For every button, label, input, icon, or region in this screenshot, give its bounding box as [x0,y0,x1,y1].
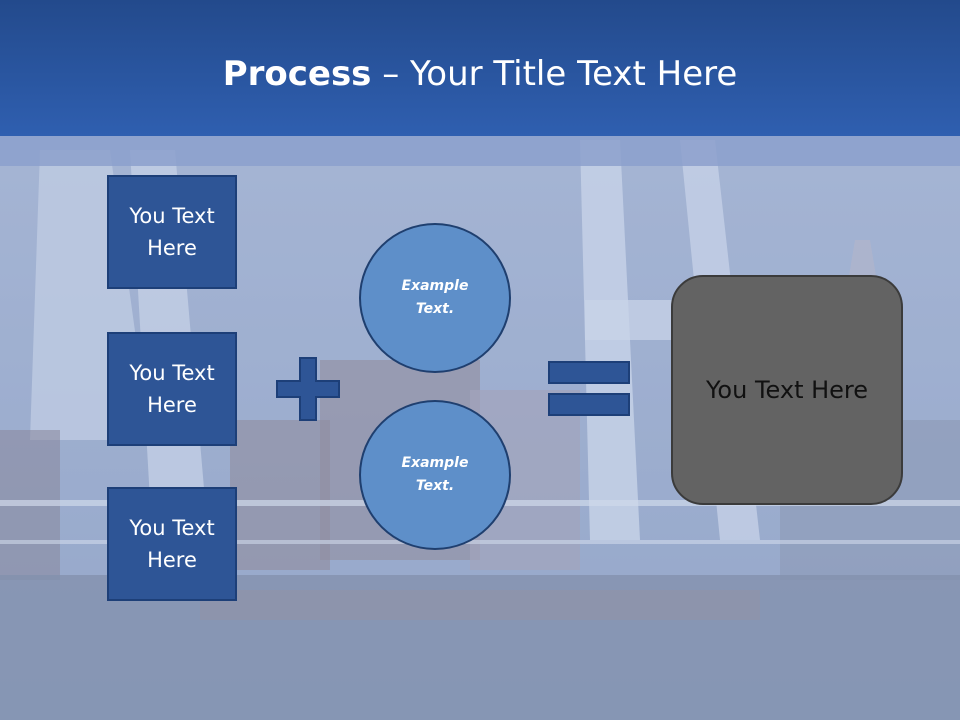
plus-icon [276,357,340,421]
title-divider-strip [0,136,960,166]
input-box-2[interactable]: You Text Here [107,332,237,446]
example-circle-1[interactable]: Example Text. [359,223,511,373]
title-bold-part: Process [222,54,372,94]
input-box-1-label: You Text Here [129,204,215,260]
input-box-3[interactable]: You Text Here [107,487,237,601]
slide-title: Process – Your Title Text Here [0,52,960,96]
title-bar [0,0,960,136]
input-box-1[interactable]: You Text Here [107,175,237,289]
example-circle-2-label: Example Text. [401,455,469,494]
input-box-3-label: You Text Here [129,516,215,572]
result-box-label: You Text Here [705,376,869,404]
equals-icon [548,361,630,416]
example-circle-2[interactable]: Example Text. [359,400,511,550]
example-circle-1-label: Example Text. [401,278,469,317]
title-rest-part: – Your Title Text Here [371,54,738,94]
input-box-2-label: You Text Here [129,361,215,417]
result-box[interactable]: You Text Here [671,275,903,505]
